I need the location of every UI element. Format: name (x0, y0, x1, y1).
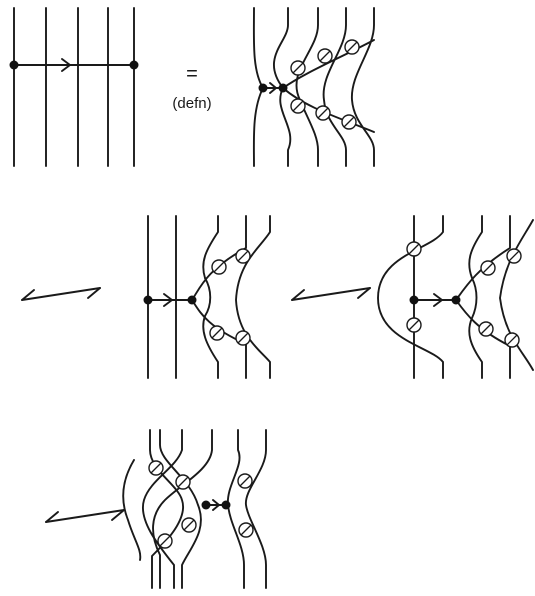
endpoint-dot-left (9, 60, 19, 70)
move-arrows-icon (45, 509, 125, 523)
endpoint-dot-left (258, 83, 268, 93)
edge-arrowhead (212, 499, 220, 511)
move-arrows-icon (291, 287, 371, 301)
diagram-1-right (252, 7, 375, 167)
definition-equals: = (defn) (172, 63, 211, 112)
virtual-crossing (504, 332, 520, 348)
edge-arrowhead (61, 58, 71, 72)
vertical-strands (13, 7, 135, 167)
equals-sign: = (186, 63, 198, 85)
endpoint-dot-left (409, 295, 419, 305)
endpoint-dot-right (129, 60, 139, 70)
endpoint-dot-left (143, 295, 153, 305)
strands (122, 429, 267, 589)
virtual-crossing (181, 517, 197, 533)
definition-note: (defn) (172, 95, 211, 112)
virtual-crossing (315, 105, 331, 121)
virtual-crossing (209, 325, 225, 341)
endpoint-dot-right (451, 295, 461, 305)
virtual-crossing (235, 330, 251, 346)
virtual-crossing (480, 260, 496, 276)
diagram-1-left (9, 7, 139, 167)
endpoint-dot-right (187, 295, 197, 305)
virtual-crossing (506, 248, 522, 264)
edge-arrowhead (269, 82, 277, 94)
endpoint-dot-left (201, 500, 211, 510)
virtual-crossing (290, 60, 306, 76)
diagram-3 (377, 215, 534, 379)
edge-arrowhead (433, 293, 443, 307)
virtual-crossing (211, 259, 227, 275)
virtual-crossing (344, 39, 360, 55)
strands (252, 7, 375, 167)
endpoint-dot-right (221, 500, 231, 510)
move-arrows-icon (21, 287, 101, 301)
virtual-crossing (317, 48, 333, 64)
diagram-2 (143, 215, 271, 379)
endpoint-dot-right (278, 83, 288, 93)
virtual-crossing (235, 248, 251, 264)
strands (147, 215, 271, 379)
virtual-crossing (290, 98, 306, 114)
virtual-crossing (406, 241, 422, 257)
virtual-crossing (341, 114, 357, 130)
virtual-crossing (175, 474, 191, 490)
virtual-crossing (157, 533, 173, 549)
virtual-crossing (238, 522, 254, 538)
virtual-crossing (478, 321, 494, 337)
virtual-crossing (406, 317, 422, 333)
edge-arrowhead (163, 293, 173, 307)
virtual-crossing (237, 473, 253, 489)
virtual-crossing (148, 460, 164, 476)
strands (377, 215, 534, 379)
diagram-4 (122, 429, 267, 589)
